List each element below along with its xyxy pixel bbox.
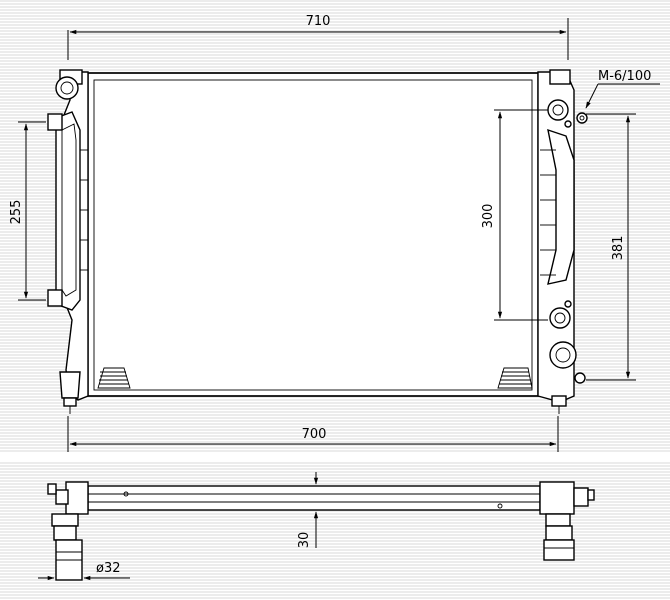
right-middle-port bbox=[549, 307, 571, 329]
thread-callout: M-6/100 bbox=[585, 69, 660, 109]
dim-pipe-diameter: ø32 bbox=[38, 561, 130, 581]
view-separator bbox=[0, 452, 670, 462]
left-inlet-port bbox=[55, 76, 79, 100]
bleed-screw-top bbox=[576, 112, 588, 124]
right-upper-port bbox=[547, 99, 569, 121]
bottom-view: 30 ø32 bbox=[38, 472, 595, 581]
pipe-diameter-label: ø32 bbox=[96, 561, 121, 576]
left-tank bbox=[47, 69, 89, 414]
hatch-bottom-right bbox=[497, 367, 533, 389]
dim-middle-height: 300 bbox=[481, 109, 548, 321]
front-view: 710 700 255 300 381 bbox=[9, 14, 660, 452]
thread-label: M-6/100 bbox=[598, 69, 651, 84]
left-end-assembly bbox=[47, 481, 89, 581]
dim-bottom-width: 700 bbox=[67, 416, 559, 452]
bleed-screw-bottom bbox=[574, 372, 586, 384]
top-width-label: 710 bbox=[306, 14, 331, 29]
hatch-bottom-left bbox=[97, 367, 131, 389]
bottom-width-label: 700 bbox=[302, 427, 327, 442]
thickness-label: 30 bbox=[297, 532, 312, 549]
left-height-label: 255 bbox=[9, 200, 24, 225]
dim-top-width: 710 bbox=[67, 14, 569, 60]
dim-left-height: 255 bbox=[9, 121, 46, 301]
dim-right-height: 381 bbox=[586, 113, 636, 381]
right-end-assembly bbox=[539, 481, 595, 561]
radiator-core bbox=[87, 72, 539, 397]
right-lower-port bbox=[549, 341, 577, 369]
dim-thickness: 30 bbox=[297, 472, 319, 549]
middle-height-label: 300 bbox=[481, 204, 496, 229]
right-height-label: 381 bbox=[611, 236, 626, 261]
radiator-profile bbox=[87, 485, 541, 511]
